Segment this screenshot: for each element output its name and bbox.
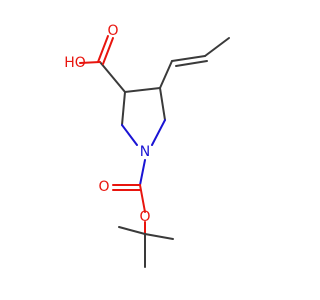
bond-alkene-double-1 bbox=[171, 55, 206, 62]
bond-acid-c-oh bbox=[79, 61, 101, 64]
structure-canvas: HO O N O O bbox=[64, 23, 230, 268]
bond-alkene-double-2 bbox=[175, 60, 208, 67]
hydroxyl-label: HO bbox=[64, 55, 86, 71]
bond-tbu-methyl-2 bbox=[144, 233, 174, 240]
bond-n-carbonyl bbox=[139, 159, 146, 186]
molecule-structure: HO O N O O bbox=[64, 23, 230, 268]
bond-alkene-methyl bbox=[204, 37, 230, 57]
bond-ring-c2-n bbox=[121, 124, 138, 146]
bond-ring-c3-c4 bbox=[124, 87, 161, 93]
bond-c4-alkene bbox=[159, 60, 173, 89]
acid-carbonyl-oxygen-label: O bbox=[107, 23, 118, 39]
boc-carbonyl-oxygen-label: O bbox=[98, 179, 109, 195]
bond-acid-c-o-double-1 bbox=[97, 35, 109, 63]
bond-ring-c5-n bbox=[151, 119, 166, 146]
bond-ring-c3-c2 bbox=[121, 91, 126, 126]
boc-ester-oxygen-label: O bbox=[139, 209, 150, 225]
bond-acid-c-o-double-2 bbox=[102, 37, 114, 65]
bond-ring-c4-c5 bbox=[159, 87, 166, 121]
bond-carbonyl-ester-o bbox=[139, 184, 146, 213]
nitrogen-label: N bbox=[140, 144, 150, 160]
bond-acid-c-c3 bbox=[99, 61, 126, 93]
bond-tbu-methyl-1 bbox=[118, 226, 146, 235]
